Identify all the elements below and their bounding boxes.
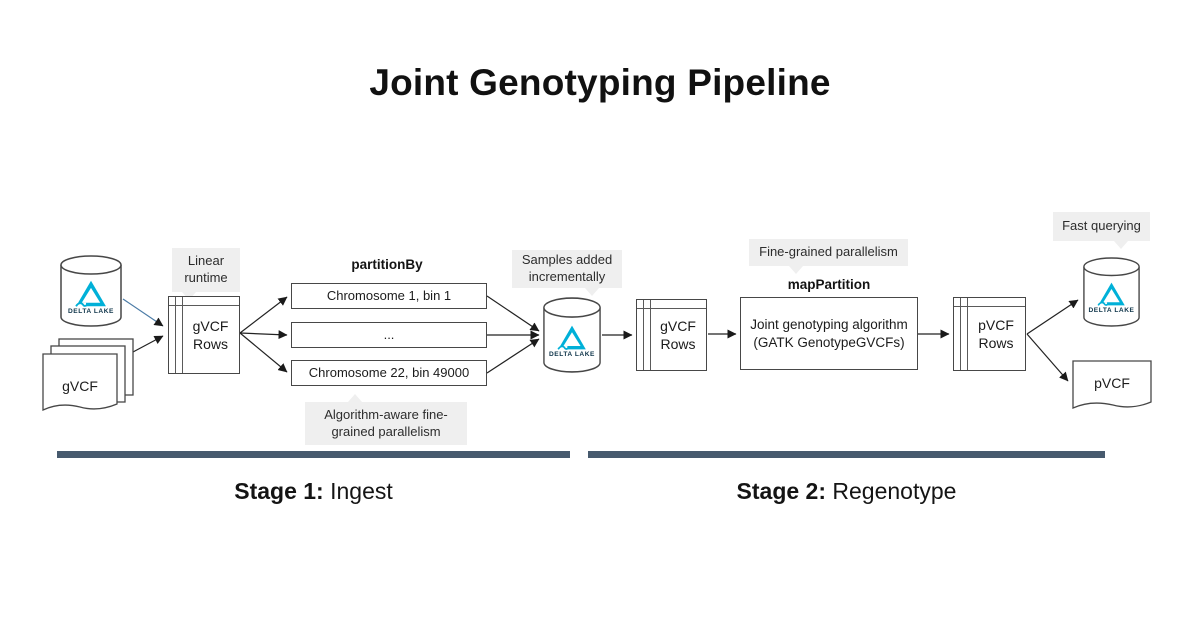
stage2-bar <box>588 451 1105 458</box>
delta-lake-logo: DELTA LAKE <box>1083 275 1140 321</box>
joint-genotyping-line1: Joint genotyping algorithm <box>750 316 908 332</box>
delta-lake-logo: DELTA LAKE <box>60 274 122 322</box>
partition-bin-1: Chromosome 1, bin 1 <box>291 283 487 309</box>
partition-bin-last-label: Chromosome 22, bin 49000 <box>308 364 470 380</box>
delta-lake-logo: DELTA LAKE <box>543 317 601 367</box>
fast-querying-callout: Fast querying <box>1053 212 1150 249</box>
stage1-label-bold: Stage 1: <box>234 478 324 504</box>
page-title: Joint Genotyping Pipeline <box>369 62 831 103</box>
samples-added-callout: Samples added incrementally <box>512 250 622 296</box>
stage1-label-rest: Ingest <box>323 478 393 504</box>
pvcf-file-label: pVCF <box>1094 375 1130 391</box>
algorithm-aware-callout: Algorithm-aware fine-grained parallelism <box>305 394 467 445</box>
arrow-merge-bottom <box>486 338 540 374</box>
fine-grained-text: Fine-grained parallelism <box>759 244 898 260</box>
gvcf-rows-table-ingest: gVCF Rows <box>168 296 240 374</box>
map-partition-label: mapPartition <box>787 277 871 292</box>
arrow-pvcfrows-to-doc <box>1026 333 1069 382</box>
gvcf-rows-ingest-label: gVCF Rows <box>192 317 229 352</box>
delta-lake-label: DELTA LAKE <box>67 307 115 315</box>
delta-lake-label: DELTA LAKE <box>548 351 596 359</box>
pvcf-file: pVCF <box>1072 360 1152 412</box>
fine-grained-callout: Fine-grained parallelism <box>749 239 908 274</box>
stage1-label: Stage 1: Ingest <box>57 478 570 505</box>
document-icon <box>1072 360 1152 409</box>
delta-lake-cylinder-source: DELTA LAKE <box>60 255 122 327</box>
pvcf-rows-table: pVCF Rows <box>953 297 1026 371</box>
linear-runtime-callout: Linear runtime <box>172 248 240 300</box>
samples-added-text: Samples added incrementally <box>521 252 613 284</box>
algorithm-aware-text: Algorithm-aware fine-grained parallelism <box>324 406 448 439</box>
arrow-fan-mid <box>239 330 288 340</box>
pvcf-rows-label: pVCF Rows <box>978 316 1014 351</box>
delta-lake-cylinder-store: DELTA LAKE <box>543 297 601 373</box>
arrow-docs-to-gvcfrows <box>132 335 164 353</box>
joint-genotyping-box: Joint genotyping algorithm (GATK Genotyp… <box>740 297 918 370</box>
stage2-label-rest: Regenotype <box>826 478 957 504</box>
stage1-bar <box>57 451 570 458</box>
partition-bin-last: Chromosome 22, bin 49000 <box>291 360 487 386</box>
delta-triangle-icon <box>75 280 106 307</box>
partition-bin-ellipsis: ... <box>291 322 487 348</box>
arrow-pvcfrows-to-delta <box>1026 299 1079 335</box>
gvcf-rows-regenotype-label: gVCF Rows <box>660 317 696 352</box>
gvcf-file-label: gVCF <box>62 378 98 394</box>
gvcf-rows-table-regenotype: gVCF Rows <box>636 299 707 371</box>
fast-querying-text: Fast querying <box>1062 218 1141 234</box>
document-stack-icon <box>42 338 134 412</box>
joint-genotyping-line2: (GATK GenotypeGVCFs) <box>753 334 905 350</box>
stage2-label: Stage 2: Regenotype <box>588 478 1105 505</box>
arrow-fan-top <box>239 296 288 334</box>
stage2-label-bold: Stage 2: <box>736 478 827 504</box>
partition-bin-1-label: Chromosome 1, bin 1 <box>326 287 452 303</box>
arrow-fan-bottom <box>239 332 288 373</box>
linear-runtime-text: Linear runtime <box>184 253 228 285</box>
delta-triangle-icon <box>557 325 586 351</box>
delta-lake-label: DELTA LAKE <box>1088 307 1135 315</box>
arrow-merge-top <box>486 295 540 332</box>
partition-bin-ellipsis-label: ... <box>383 326 395 342</box>
delta-lake-cylinder-output: DELTA LAKE <box>1083 257 1140 327</box>
partition-by-label: partitionBy <box>351 257 423 272</box>
arrow-delta-to-gvcfrows <box>122 298 164 327</box>
gvcf-file-stack: gVCF <box>42 338 134 414</box>
delta-triangle-icon <box>1097 282 1125 307</box>
